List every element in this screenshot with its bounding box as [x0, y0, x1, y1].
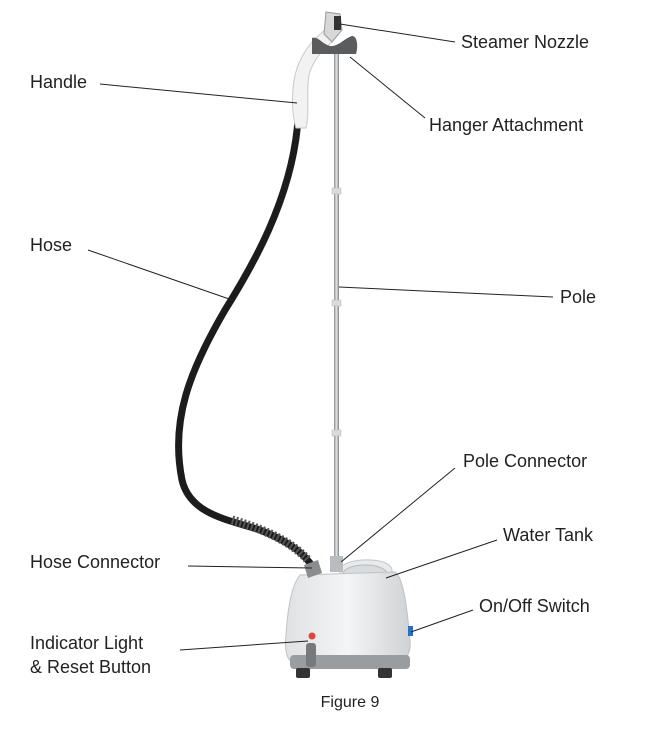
label-reset-button: & Reset Button: [30, 657, 152, 677]
base: [285, 571, 411, 666]
label-pole: Pole: [560, 287, 597, 307]
label-pole-connector: Pole Connector: [463, 451, 588, 471]
indicator-light: [308, 632, 316, 640]
on-off-switch: [408, 626, 413, 636]
label-hanger-attachment: Hanger Attachment: [429, 115, 584, 135]
label-indicator-light: Indicator Light: [30, 633, 144, 653]
label-handle: Handle: [30, 72, 88, 92]
label-on-off-switch: On/Off Switch: [479, 596, 590, 616]
leader-lines: [87, 23, 554, 651]
label-hose: Hose: [30, 235, 73, 255]
label-water-tank: Water Tank: [503, 525, 594, 545]
label-hose-connector: Hose Connector: [30, 552, 161, 572]
label-steamer-nozzle: Steamer Nozzle: [461, 32, 590, 52]
figure-caption: Figure 9: [320, 694, 380, 711]
hanger-attachment: [312, 36, 358, 54]
hose: [175, 116, 314, 567]
pole: [334, 50, 339, 565]
handle: [292, 29, 333, 129]
